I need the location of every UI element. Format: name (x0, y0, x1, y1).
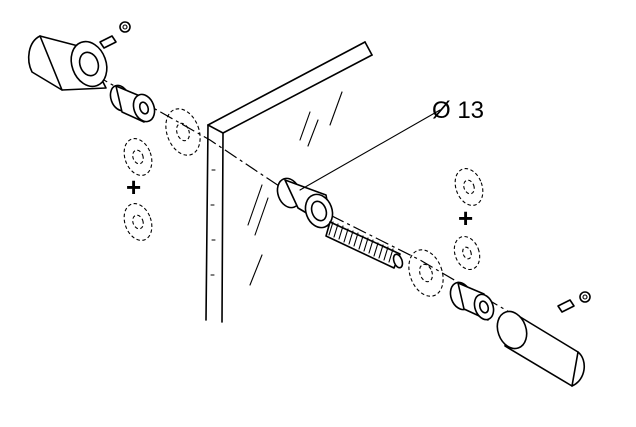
dimension-leader (299, 109, 441, 191)
right-spacer-lower (453, 235, 481, 271)
threaded-rod (325, 221, 404, 269)
plus-sign-left: + (126, 172, 141, 202)
right-spacer-upper (454, 168, 484, 206)
left-tube (27, 35, 108, 91)
right-tube (496, 310, 585, 387)
plus-sign-right: + (458, 203, 473, 233)
right-washer (408, 249, 444, 297)
right-set-screw (557, 291, 591, 313)
left-spacer-lower (123, 203, 153, 241)
left-washer (165, 108, 201, 156)
left-set-screw (99, 21, 131, 49)
dimension-label: Ø 13 (432, 97, 484, 124)
sleeve-bushing (276, 177, 334, 229)
right-fitting (449, 281, 495, 321)
left-fitting (109, 84, 156, 123)
left-spacer-upper (123, 138, 153, 176)
glass-panel (205, 41, 373, 323)
